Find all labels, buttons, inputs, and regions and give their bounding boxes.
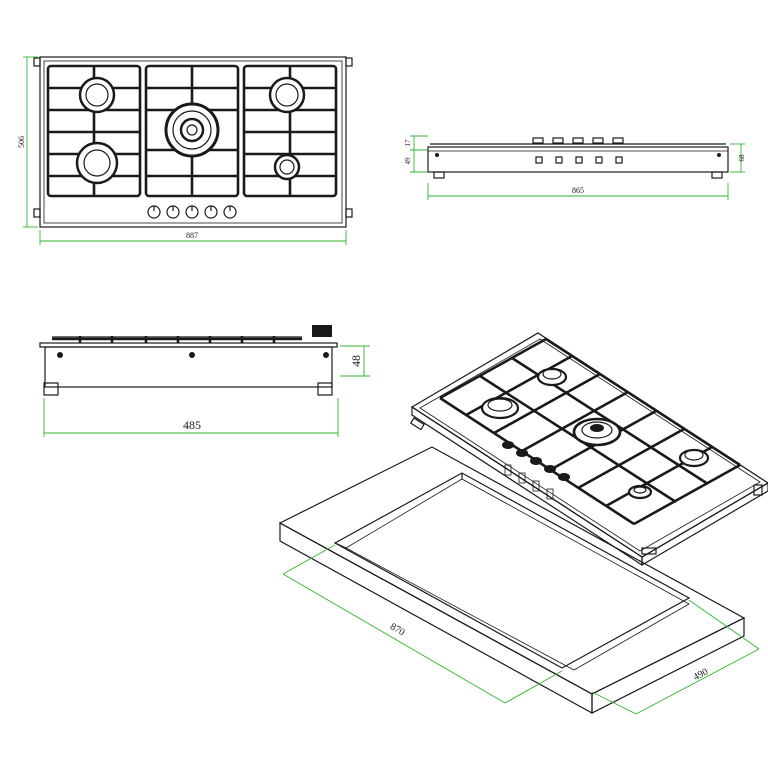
top-view-dimensions xyxy=(23,56,347,245)
side-view-height-label: 68 xyxy=(738,154,746,162)
isometric-knobs xyxy=(502,441,570,500)
top-view-knobs xyxy=(147,205,237,219)
top-view-outline xyxy=(39,56,347,228)
cutout-width-label: 490 xyxy=(692,666,710,683)
top-view-burners xyxy=(75,76,306,185)
top-view: 887 506 xyxy=(17,56,353,245)
front-view: 485 48 xyxy=(39,325,370,437)
front-view-knob xyxy=(312,325,332,337)
cutout-frame: 870 490 xyxy=(278,446,760,715)
side-view-base-label: 49 xyxy=(404,157,412,165)
side-view-grate-label: 17 xyxy=(404,139,412,147)
top-view-width-label: 887 xyxy=(186,231,198,240)
side-view: 865 49 17 68 xyxy=(404,135,746,200)
side-view-body xyxy=(427,146,729,173)
top-view-depth-label: 506 xyxy=(17,136,26,148)
side-view-width-label: 865 xyxy=(572,186,584,195)
front-view-width-label: 485 xyxy=(183,418,201,432)
front-view-body xyxy=(44,346,333,388)
front-view-height-label: 48 xyxy=(349,355,363,367)
isometric-hob xyxy=(409,332,768,567)
cutout-length-label: 870 xyxy=(388,621,406,638)
isometric-burners xyxy=(480,367,710,500)
